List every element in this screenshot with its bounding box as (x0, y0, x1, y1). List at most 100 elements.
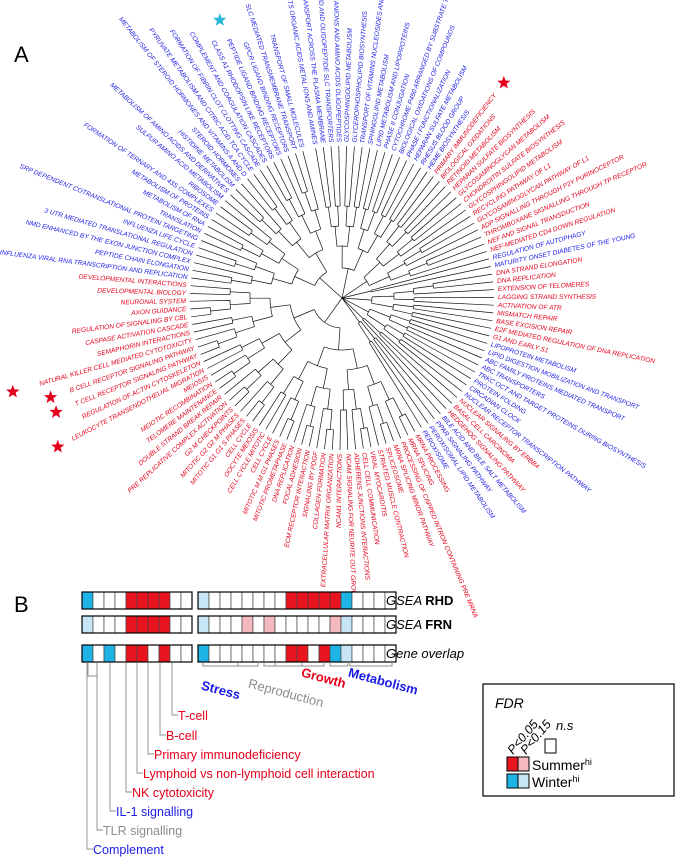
tree-branches (189, 145, 495, 451)
heatmap-cell (373, 644, 386, 663)
legend-summer-text: Summer (532, 757, 585, 773)
heatmap-cell (81, 644, 94, 663)
heatmap-row-label: GSEA FRN (386, 617, 452, 632)
row-label-name: FRN (425, 617, 452, 632)
heatmap-cell (318, 644, 331, 663)
heatmap-left-frame (81, 591, 193, 610)
row-label-prefix: GSEA (386, 593, 425, 608)
heatmap-cell (274, 591, 287, 610)
heatmap-cell (362, 591, 375, 610)
heatmap-cell (307, 644, 320, 663)
heatmap-cell (340, 644, 353, 663)
heatmap-cell (241, 644, 254, 663)
tree-leaf-label: ACTIVATION OF ATR (497, 302, 562, 312)
legend-summer-sup: hi (585, 757, 592, 767)
heatmap-cell (318, 615, 331, 634)
pathway-label: B-cell (166, 729, 197, 743)
tree-star-red (51, 439, 65, 453)
heatmap-cell (318, 591, 331, 610)
heatmap-cell (114, 591, 127, 610)
heatmap-cell (296, 615, 309, 634)
heatmap-right-frame (197, 615, 397, 634)
heatmap-cell (125, 591, 138, 610)
heatmap-cell (158, 591, 171, 610)
heatmap-cell (329, 644, 342, 663)
heatmap-cell (92, 591, 105, 610)
heatmap-cell (296, 644, 309, 663)
pathway-leader (136, 663, 143, 774)
heatmap-cell (274, 615, 287, 634)
heatmap-cell (373, 615, 386, 634)
heatmap-cell (230, 591, 243, 610)
legend-summer-weak-swatch (517, 756, 530, 772)
category-label: Metabolism (347, 665, 420, 698)
heatmap-cell (103, 591, 116, 610)
heatmap-cell (103, 644, 116, 663)
heatmap-cell (285, 644, 298, 663)
pathway-leader (125, 663, 132, 793)
heatmap-cell (219, 591, 232, 610)
category-bracket (329, 662, 349, 667)
category-label: Growth (300, 665, 348, 691)
heatmap-cell (263, 615, 276, 634)
heatmap-left-frame (81, 615, 193, 634)
heatmap-cell (92, 644, 105, 663)
legend-summer-strong-swatch (506, 756, 519, 772)
tree-leaf-label: GLYCOSPHINGOLIPID METABOLISM (343, 28, 353, 143)
heatmap-cell (147, 591, 160, 610)
tree-leaf-label: AXON GUIDANCE (130, 306, 187, 317)
heatmap-cell (81, 591, 94, 610)
pathway-label: T-cell (178, 709, 208, 723)
heatmap-cell (136, 591, 149, 610)
pathway-leader (109, 663, 116, 812)
category-bracket (263, 662, 325, 667)
heatmap-cell (169, 644, 182, 663)
heatmap-cell (329, 615, 342, 634)
pathway-label: NK cytotoxicity (132, 786, 215, 800)
tree-star-red (497, 75, 511, 89)
legend-winter-strong-swatch (506, 773, 519, 789)
heatmap-cell (263, 591, 276, 610)
heatmap-cell (81, 615, 94, 634)
legend-title: FDR (495, 695, 524, 711)
heatmap-cell (169, 615, 182, 634)
tree-leaf-label: LAGGING STRAND SYNTHESIS (498, 294, 597, 301)
heatmap-cell (219, 615, 232, 634)
tree-star-cyan (213, 13, 227, 26)
panel-b-letter: B (14, 592, 29, 617)
pathway-merge-bracket (87, 663, 127, 677)
legend-winter-sup: hi (572, 774, 579, 784)
legend-ns: n.s (556, 718, 574, 733)
tree-leaf-labels: TRANSPORT OF GLUCOSE AND OTHER SUGARS BI… (0, 0, 656, 619)
heatmap-cell (180, 644, 193, 663)
heatmap-cell (252, 644, 265, 663)
heatmap-cell (158, 644, 171, 663)
pathway-label: Lymphoid vs non-lymphoid cell interactio… (143, 767, 375, 781)
heatmap-cell (351, 644, 364, 663)
tree-branch-path (189, 145, 495, 451)
heatmap-cell (158, 615, 171, 634)
heatmap (81, 591, 397, 663)
heatmap-cell (180, 615, 193, 634)
tree-star-red (6, 384, 20, 398)
tree-leaf-label: NCAM1 INTERACTIONS (336, 453, 344, 528)
heatmap-cell (362, 615, 375, 634)
heatmap-cell (373, 591, 386, 610)
heatmap-cell (285, 615, 298, 634)
heatmap-cell (241, 591, 254, 610)
heatmap-cell (362, 644, 375, 663)
pathway-label: Primary immunodeficiency (154, 748, 301, 762)
pathway-leader (96, 663, 103, 831)
heatmap-cell (125, 644, 138, 663)
tree-star-red (43, 390, 58, 404)
pathway-label: IL-1 signalling (116, 805, 193, 819)
heatmap-cell (241, 615, 254, 634)
heatmap-cell (230, 615, 243, 634)
heatmap-cell (340, 591, 353, 610)
category-bracket (202, 662, 259, 667)
heatmap-cell (147, 644, 160, 663)
